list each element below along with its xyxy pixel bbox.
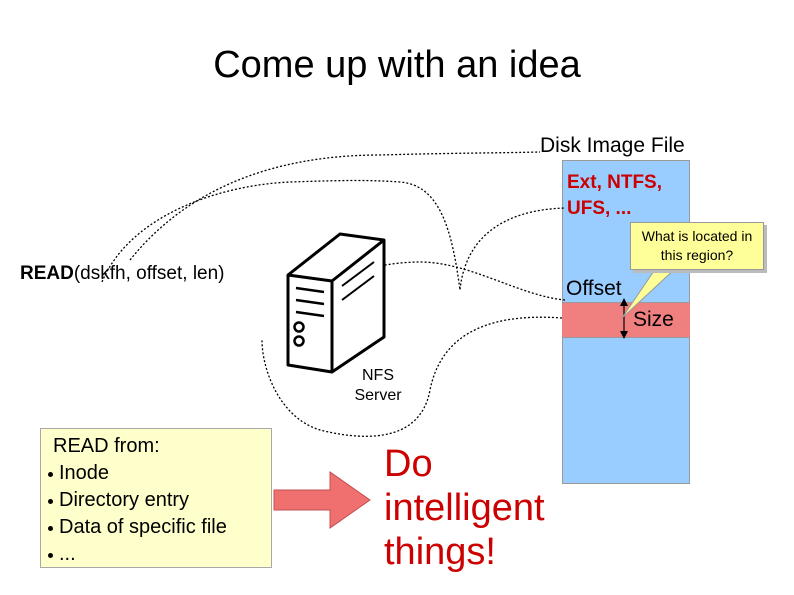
result-arrow — [273, 471, 371, 529]
region-question-callout: What is located in this region? — [630, 222, 764, 270]
read-keyword: READ — [20, 263, 74, 284]
connector-read-curve — [101, 179, 566, 291]
callout-line1: What is located in — [641, 228, 753, 244]
server-icon — [286, 232, 386, 374]
list-item: Data of specific file — [47, 514, 271, 541]
nfs-server-label: NFS Server — [340, 366, 416, 406]
filesystem-types-line1: Ext, NTFS, — [567, 172, 663, 193]
read-call-label: READ(dskfh, offset, len) — [20, 263, 225, 285]
size-bracket-arrow-up — [620, 298, 628, 306]
conclusion-line3: things! — [384, 531, 496, 573]
list-item: Directory entry — [47, 487, 271, 514]
list-item: ... — [47, 541, 271, 568]
slide-title: Come up with an idea — [213, 44, 581, 86]
nfs-server-line2: Server — [354, 387, 402, 404]
nfs-server-line1: NFS — [362, 367, 394, 384]
connector-top-curve — [129, 151, 541, 261]
size-bracket-arrow-down — [620, 331, 628, 339]
read-from-box: READ from: Inode Directory entry Data of… — [40, 428, 272, 568]
read-args: (dskfh, offset, len) — [73, 263, 225, 284]
offset-label: Offset — [566, 277, 622, 300]
disk-image-label: Disk Image File — [540, 134, 685, 157]
size-label: Size — [633, 308, 674, 331]
read-from-list: Inode Directory entry Data of specific f… — [47, 460, 271, 568]
list-item: Inode — [47, 460, 271, 487]
callout-pointer — [621, 267, 678, 319]
read-from-heading: READ from: — [53, 435, 160, 457]
callout-line2: this region? — [660, 247, 734, 263]
conclusion-line1: Do — [384, 443, 433, 485]
conclusion-text: Do intelligent things! — [384, 442, 584, 574]
filesystem-types-line2: UFS, ... — [567, 198, 632, 219]
filesystem-types: Ext, NTFS, UFS, ... — [567, 170, 692, 222]
conclusion-line2: intelligent — [384, 487, 545, 529]
